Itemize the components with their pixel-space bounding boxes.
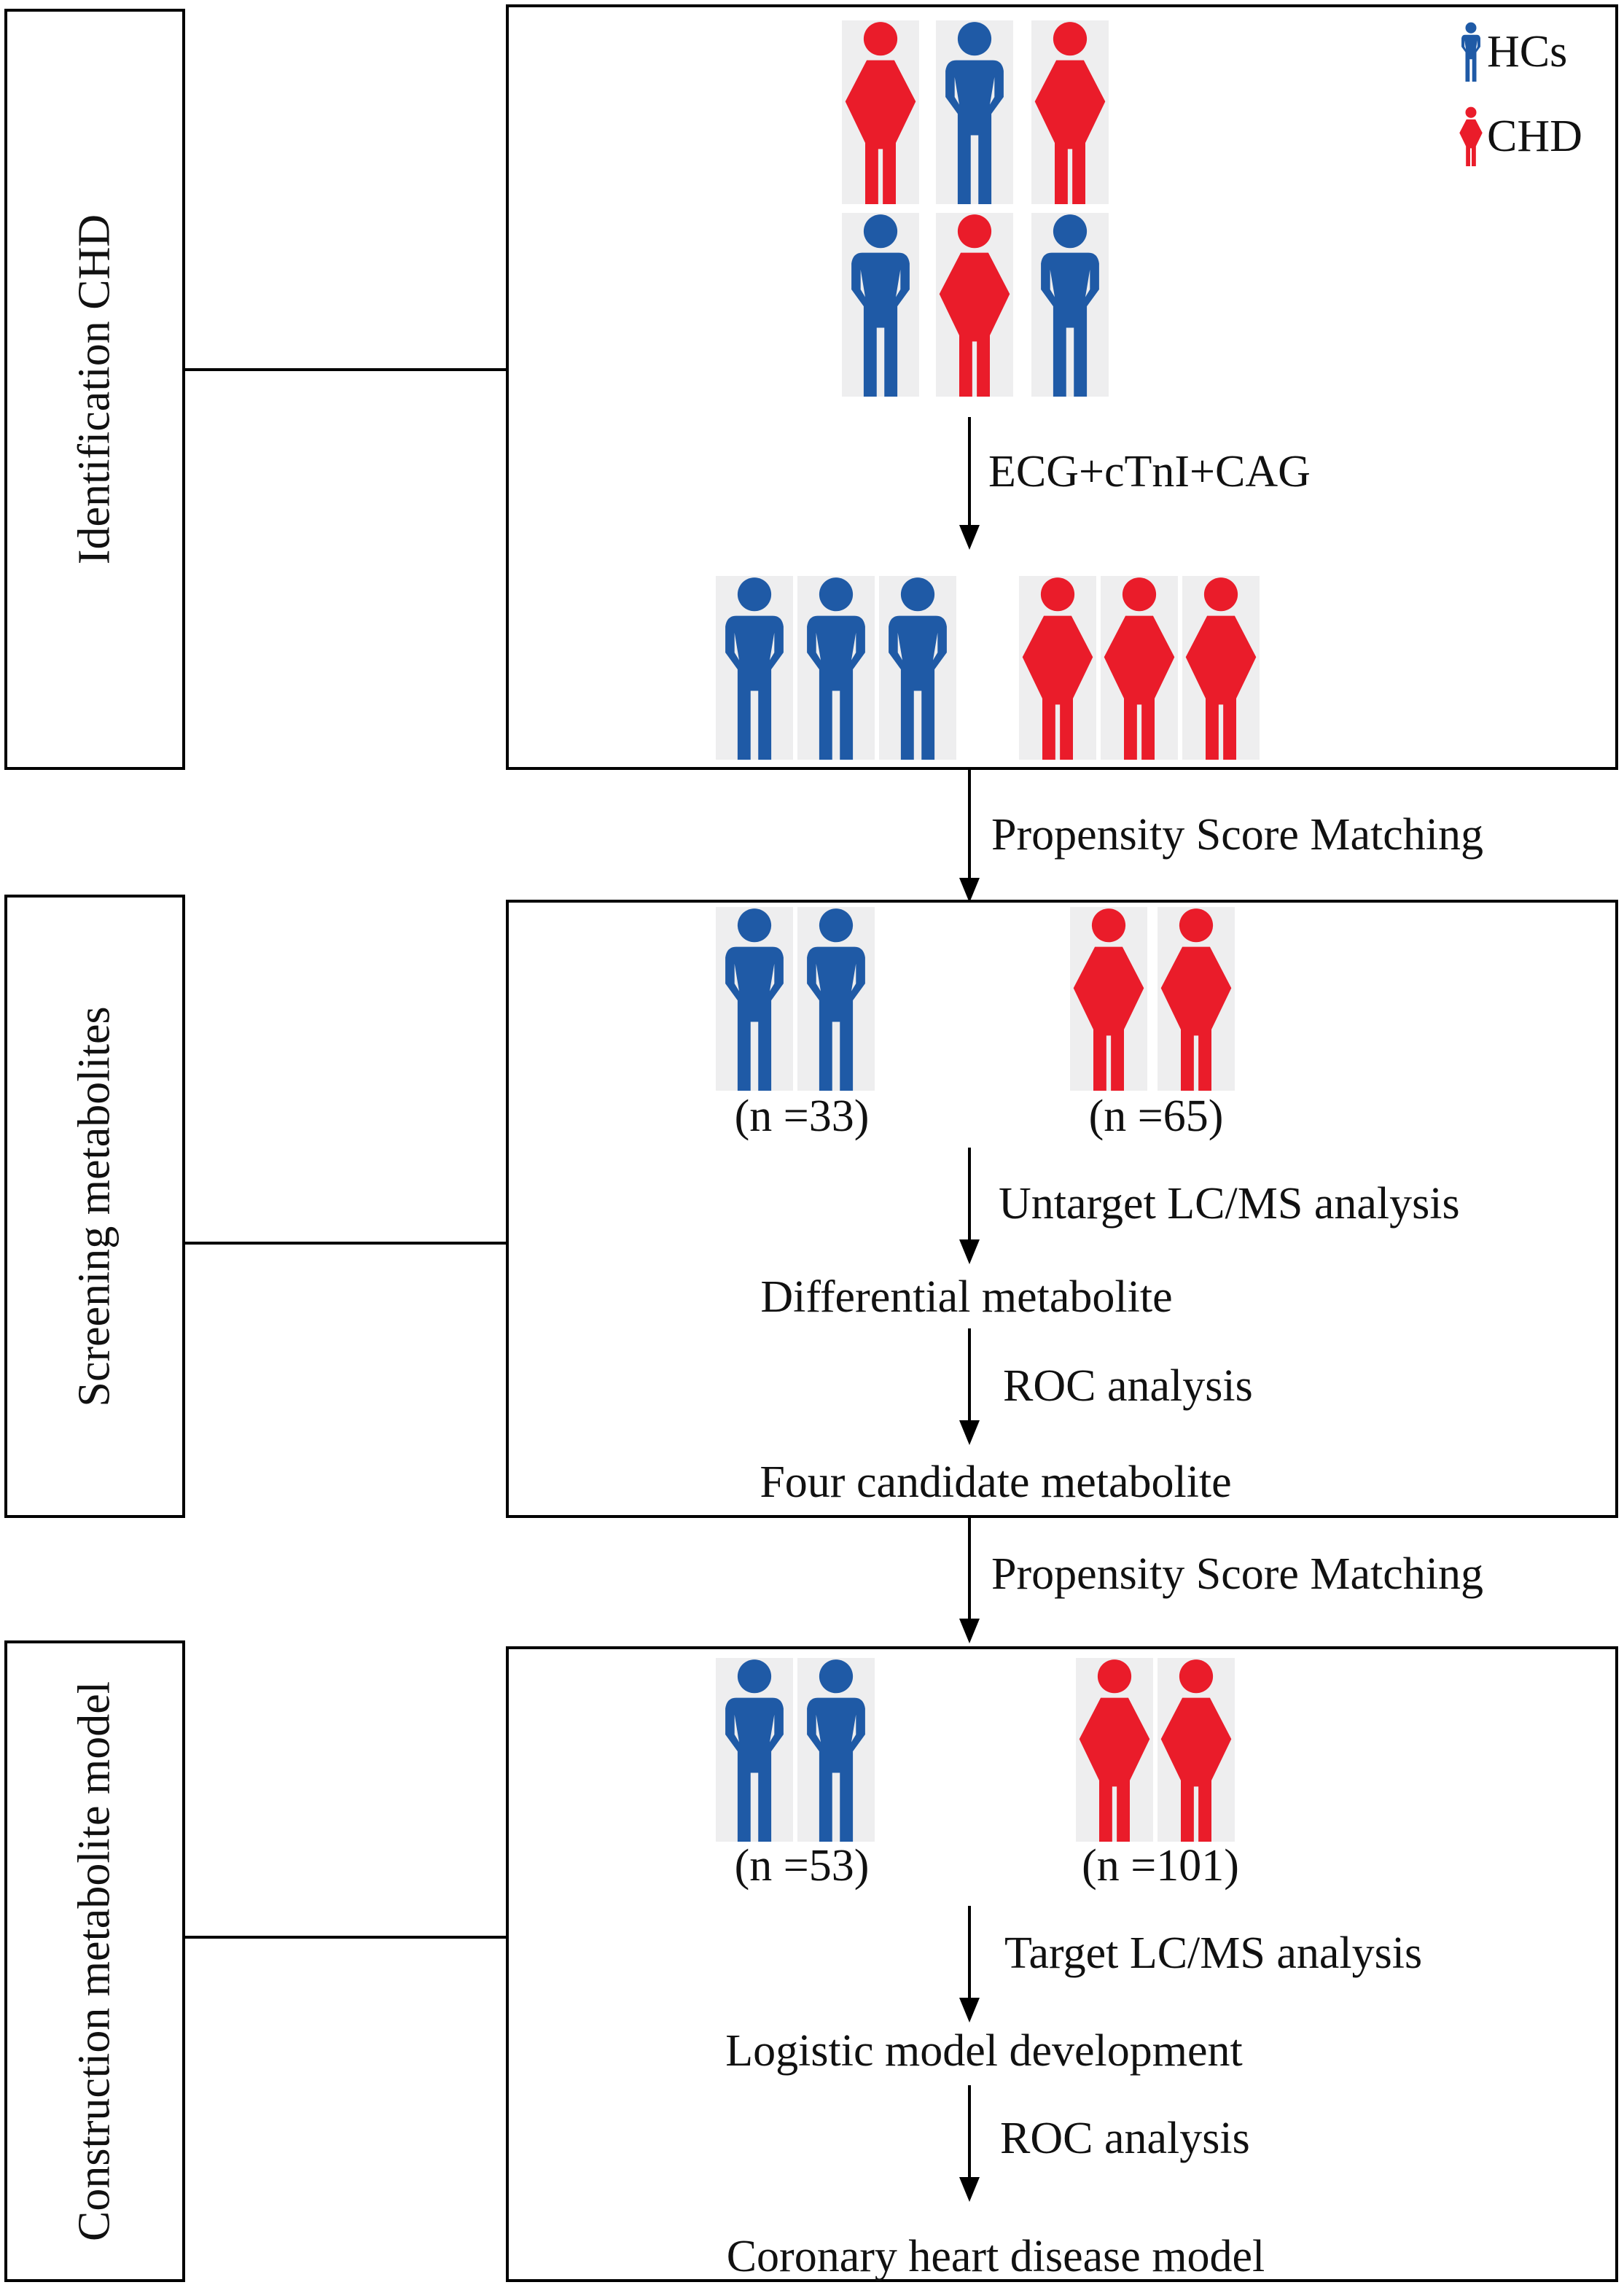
- screening-chd-count: (n =65): [1088, 1091, 1224, 1141]
- chd-legend-icon: [1458, 106, 1484, 166]
- chd-person-icon: [1158, 1658, 1235, 1842]
- hc-person-icon: [797, 907, 875, 1091]
- connector-identification: [185, 368, 506, 371]
- stage-box-construction: Construction metabolite model: [4, 1640, 185, 2282]
- chd-person-icon: [1019, 576, 1096, 760]
- chd-person-icon: [1101, 576, 1178, 760]
- panel-construction: [506, 1646, 1618, 2282]
- construction-chd-count: (n =101): [1082, 1841, 1239, 1891]
- hc-person-icon: [1031, 213, 1109, 397]
- stage-box-identification: Identification CHD: [4, 9, 185, 770]
- hc-person-icon: [842, 213, 919, 397]
- chd-person-icon: [1182, 576, 1260, 760]
- screening-result-1: Differential metabolite: [760, 1272, 1173, 1322]
- chd-person-icon: [1158, 907, 1235, 1091]
- psm-label-1: Propensity Score Matching: [991, 810, 1484, 860]
- construction-result-2: Coronary heart disease model: [726, 2232, 1265, 2281]
- chd-person-icon: [842, 20, 919, 204]
- hc-person-icon: [936, 20, 1013, 204]
- hc-person-icon: [797, 1658, 875, 1842]
- construction-hc-count: (n =53): [734, 1841, 870, 1891]
- legend-chd: CHD: [1458, 106, 1582, 166]
- hc-person-icon: [716, 1658, 793, 1842]
- construction-result-1: Logistic model development: [725, 2026, 1243, 2076]
- chd-person-icon: [1076, 1658, 1153, 1842]
- connector-screening: [185, 1242, 506, 1245]
- screening-result-2: Four candidate metabolite: [760, 1457, 1232, 1507]
- panel-screening: [506, 900, 1618, 1518]
- stage-label-construction: Construction metabolite model: [69, 1681, 120, 2241]
- test-label: ECG+cTnI+CAG: [988, 447, 1311, 497]
- screening-hc-count: (n =33): [734, 1091, 870, 1141]
- psm-label-2: Propensity Score Matching: [991, 1549, 1484, 1599]
- stage-box-screening: Screening metabolites: [4, 895, 185, 1518]
- connector-construction: [185, 1936, 506, 1939]
- hc-person-icon: [716, 576, 793, 760]
- hc-person-icon: [879, 576, 956, 760]
- construction-step-2: ROC analysis: [1000, 2114, 1250, 2163]
- construction-step-1: Target LC/MS analysis: [1004, 1928, 1423, 1978]
- stage-label-screening: Screening metabolites: [69, 1005, 120, 1407]
- hc-legend-icon: [1458, 22, 1484, 82]
- legend-hc: HCs: [1458, 22, 1567, 82]
- hc-person-icon: [716, 907, 793, 1091]
- legend-hc-label: HCs: [1487, 26, 1568, 77]
- stage-label-identification: Identification CHD: [69, 214, 120, 565]
- chd-person-icon: [936, 213, 1013, 397]
- chd-person-icon: [1031, 20, 1109, 204]
- screening-step-1: Untarget LC/MS analysis: [999, 1179, 1460, 1229]
- screening-step-2: ROC analysis: [1003, 1361, 1253, 1411]
- hc-person-icon: [797, 576, 875, 760]
- legend-chd-label: CHD: [1487, 111, 1582, 161]
- chd-person-icon: [1070, 907, 1147, 1091]
